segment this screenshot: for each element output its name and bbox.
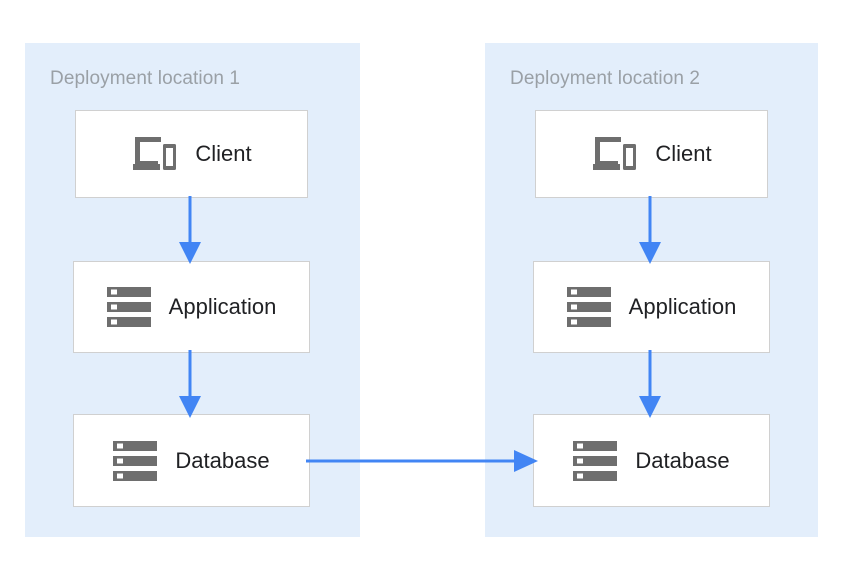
node-application-2-label: Application: [628, 294, 737, 319]
node-client-1[interactable]: Client: [75, 110, 308, 198]
server-icon: [573, 440, 618, 482]
edge-application2-to-database2: [639, 350, 661, 418]
deployment-zone-2-label: Deployment location 2: [510, 68, 701, 89]
node-application-2[interactable]: Application: [533, 261, 770, 353]
devices-icon: [591, 135, 637, 173]
node-application-1-label: Application: [168, 294, 277, 319]
server-icon: [113, 440, 158, 482]
node-client-2[interactable]: Client: [535, 110, 768, 198]
edge-application1-to-database1: [179, 350, 201, 418]
edge-database1-to-database2: [306, 450, 538, 472]
node-client-1-label: Client: [195, 141, 252, 166]
node-database-1[interactable]: Database: [73, 414, 310, 507]
devices-icon: [131, 135, 177, 173]
deployment-zone-1-label: Deployment location 1: [50, 68, 241, 89]
node-database-2[interactable]: Database: [533, 414, 770, 507]
node-database-1-label: Database: [175, 447, 270, 473]
edge-client1-to-application1: [179, 196, 201, 264]
node-application-1[interactable]: Application: [73, 261, 310, 353]
server-icon: [566, 286, 611, 328]
server-icon: [106, 286, 151, 328]
edge-client2-to-application2: [639, 196, 661, 264]
node-client-2-label: Client: [655, 141, 712, 166]
node-database-2-label: Database: [635, 447, 730, 473]
